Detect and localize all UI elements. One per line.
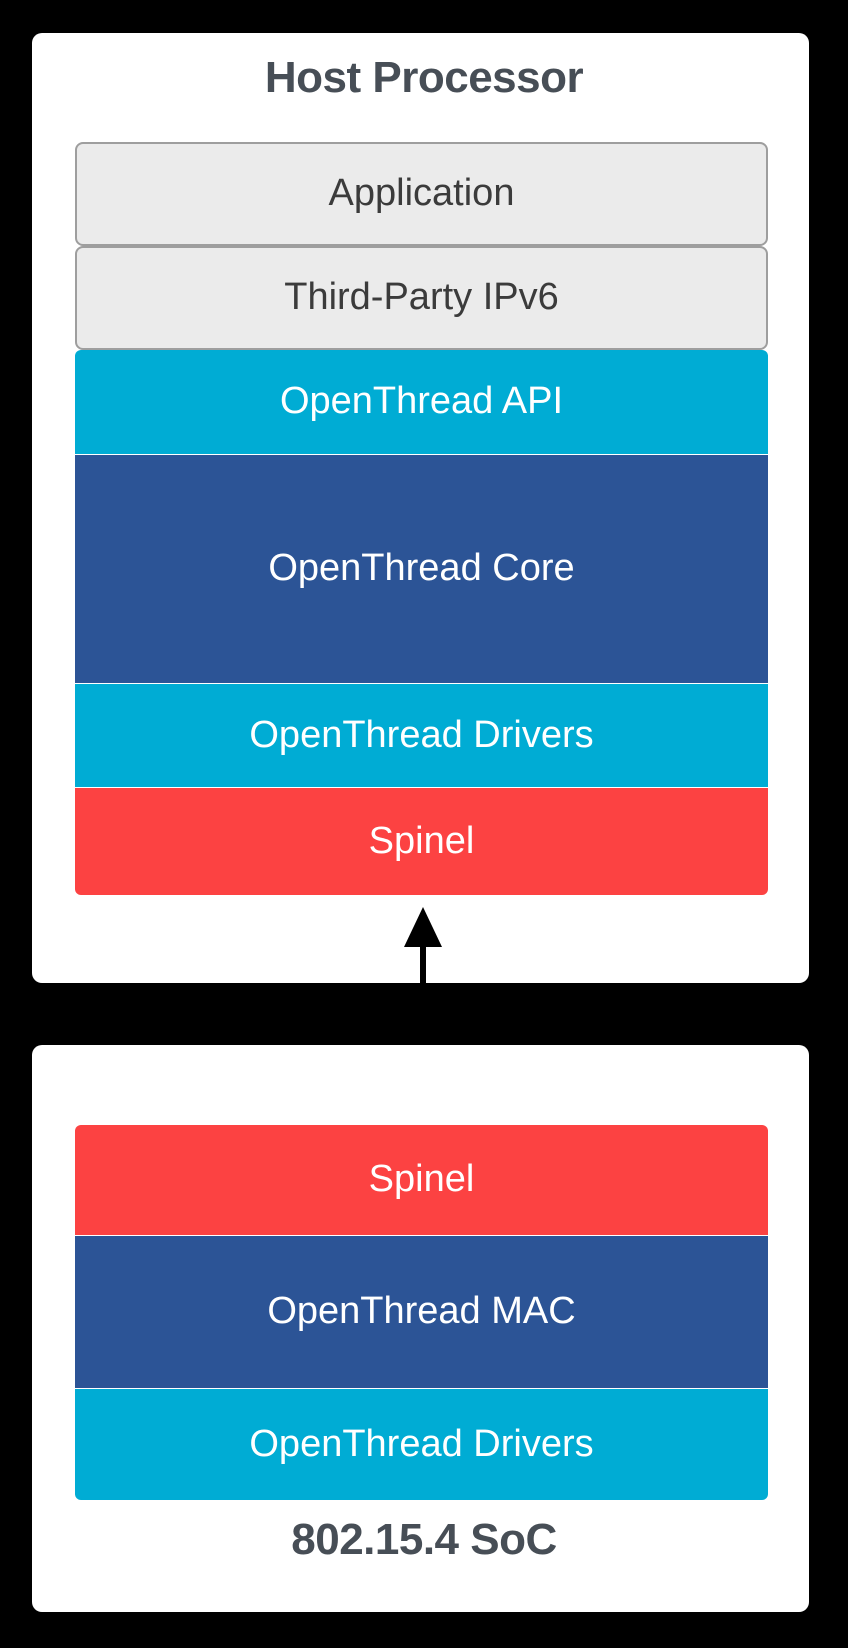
- layer-stack-host-processor: Application Third-Party IPv6 OpenThread …: [75, 142, 768, 895]
- layer-openthread-mac: OpenThread MAC: [75, 1236, 768, 1388]
- layer-stack-soc: Spinel OpenThread MAC OpenThread Drivers: [75, 1125, 768, 1500]
- layer-openthread-drivers-host: OpenThread Drivers: [75, 684, 768, 787]
- layer-label: Spinel: [368, 1158, 475, 1201]
- layer-label: OpenThread MAC: [267, 1290, 576, 1333]
- layer-label: OpenThread Drivers: [249, 713, 594, 756]
- layer-label: OpenThread Drivers: [249, 1422, 594, 1465]
- layer-label: Third-Party IPv6: [284, 276, 559, 319]
- layer-openthread-core: OpenThread Core: [75, 455, 768, 683]
- layer-label: OpenThread Core: [268, 547, 575, 590]
- layer-label: OpenThread API: [279, 380, 564, 423]
- layer-spinel-host: Spinel: [75, 788, 768, 895]
- layer-spinel-soc: Spinel: [75, 1125, 768, 1235]
- card-title-802-15-4-soc: 802.15.4 SoC: [291, 1515, 557, 1564]
- card-title-host-processor: Host Processor: [264, 53, 584, 102]
- layer-openthread-drivers-soc: OpenThread Drivers: [75, 1389, 768, 1500]
- layer-third-party-ipv6: Third-Party IPv6: [75, 246, 768, 350]
- layer-openthread-api: OpenThread API: [75, 350, 768, 454]
- layer-label: Spinel: [368, 819, 475, 862]
- layer-application: Application: [75, 142, 768, 246]
- layer-label: Application: [328, 172, 515, 215]
